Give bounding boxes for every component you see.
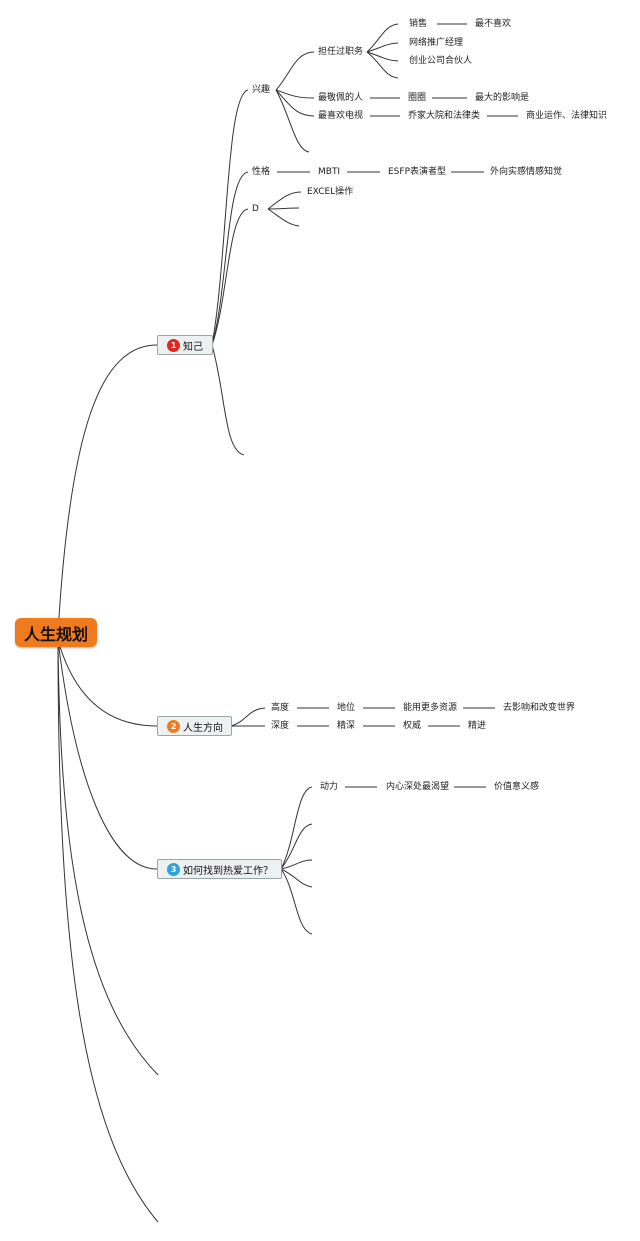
edge-lovework-empty-1 <box>280 823 313 870</box>
edge-jobs-empty <box>366 51 399 79</box>
root-label: 人生规划 <box>23 624 88 644</box>
edge-jobs-partner <box>366 51 399 62</box>
branch-label: 知己 <box>183 341 203 353</box>
node-jobs[interactable]: 担任过职务 <box>318 47 364 57</box>
node-job-sales[interactable]: 销售 <box>409 19 428 29</box>
node-admired-effect[interactable]: 最大的影响是 <box>475 93 530 103</box>
node-depth-3[interactable]: 精进 <box>468 721 487 731</box>
edge-lovework-empty-2 <box>280 859 313 870</box>
edge-lovework-motive <box>280 786 313 870</box>
number-badge-2: 2 <box>167 719 180 733</box>
root-node[interactable]: 人生规划 <box>15 618 97 647</box>
number-badge-1: 1 <box>167 338 180 352</box>
node-motive-2[interactable]: 价值意义感 <box>494 782 540 792</box>
edge-d-excel <box>267 191 302 210</box>
node-mbti[interactable]: MBTI <box>318 167 341 177</box>
edge-zhiji-interest <box>211 89 249 346</box>
edge-zhiji-d <box>211 208 249 346</box>
edge-zhiji-personality <box>211 171 249 346</box>
edge-root-empty-2 <box>57 639 159 1223</box>
node-personality[interactable]: 性格 <box>252 167 271 177</box>
node-motive-1[interactable]: 内心深处最渴望 <box>386 782 450 792</box>
edge-root-direction <box>57 639 158 727</box>
branch-love-work[interactable]: 3 如何找到热爱工作？ <box>157 859 282 879</box>
node-admired[interactable]: 最敬佩的人 <box>318 93 364 103</box>
edge-interest-empty <box>275 89 310 153</box>
edge-jobs-sales <box>366 23 399 53</box>
node-admired-value[interactable]: 圈圈 <box>408 93 427 103</box>
edge-zhiji-empty <box>211 344 245 456</box>
edge-jobs-promo <box>366 42 399 53</box>
edge-root-empty-1 <box>57 639 159 1076</box>
node-job-partner[interactable]: 创业公司合伙人 <box>409 56 473 66</box>
edge-root-lovework <box>57 639 158 870</box>
node-depth[interactable]: 深度 <box>271 721 290 731</box>
edge-interest-jobs <box>275 51 315 91</box>
node-height-3[interactable]: 去影响和改变世界 <box>503 703 576 713</box>
node-d[interactable]: D <box>252 204 259 214</box>
node-motive[interactable]: 动力 <box>320 782 339 792</box>
node-job-promo[interactable]: 网络推广经理 <box>409 38 464 48</box>
node-tv-value[interactable]: 乔家大院和法律类 <box>408 111 481 121</box>
node-depth-2[interactable]: 权威 <box>403 721 422 731</box>
branch-direction[interactable]: 2 人生方向 <box>157 716 232 736</box>
node-height-2[interactable]: 能用更多资源 <box>403 703 458 713</box>
node-mbti-type[interactable]: ESFP表演者型 <box>388 167 447 177</box>
node-interest[interactable]: 兴趣 <box>252 85 271 95</box>
edge-direction-height <box>230 707 266 727</box>
edge-d-empty-1 <box>267 207 300 210</box>
number-badge-3: 3 <box>167 862 180 876</box>
node-height[interactable]: 高度 <box>271 703 290 713</box>
edge-lovework-empty-4 <box>280 868 313 935</box>
branch-zhiji[interactable]: 1 知己 <box>157 335 213 355</box>
edge-lovework-empty-3 <box>280 868 313 888</box>
edge-root-zhiji <box>57 344 158 634</box>
node-excel[interactable]: EXCEL操作 <box>307 187 354 197</box>
edge-interest-tv <box>275 89 315 117</box>
edge-interest-admired <box>275 89 315 99</box>
node-mbti-desc[interactable]: 外向实感情感知觉 <box>490 167 563 177</box>
branch-label: 如何找到热爱工作？ <box>183 865 273 877</box>
node-tv-effect[interactable]: 商业运作、法律知识 <box>526 111 608 121</box>
node-least-like[interactable]: 最不喜欢 <box>475 19 512 29</box>
node-height-1[interactable]: 地位 <box>337 703 356 713</box>
branch-label: 人生方向 <box>183 722 223 734</box>
node-depth-1[interactable]: 精深 <box>337 721 356 731</box>
node-tv[interactable]: 最喜欢电视 <box>318 111 364 121</box>
edge-d-empty-2 <box>267 208 300 227</box>
